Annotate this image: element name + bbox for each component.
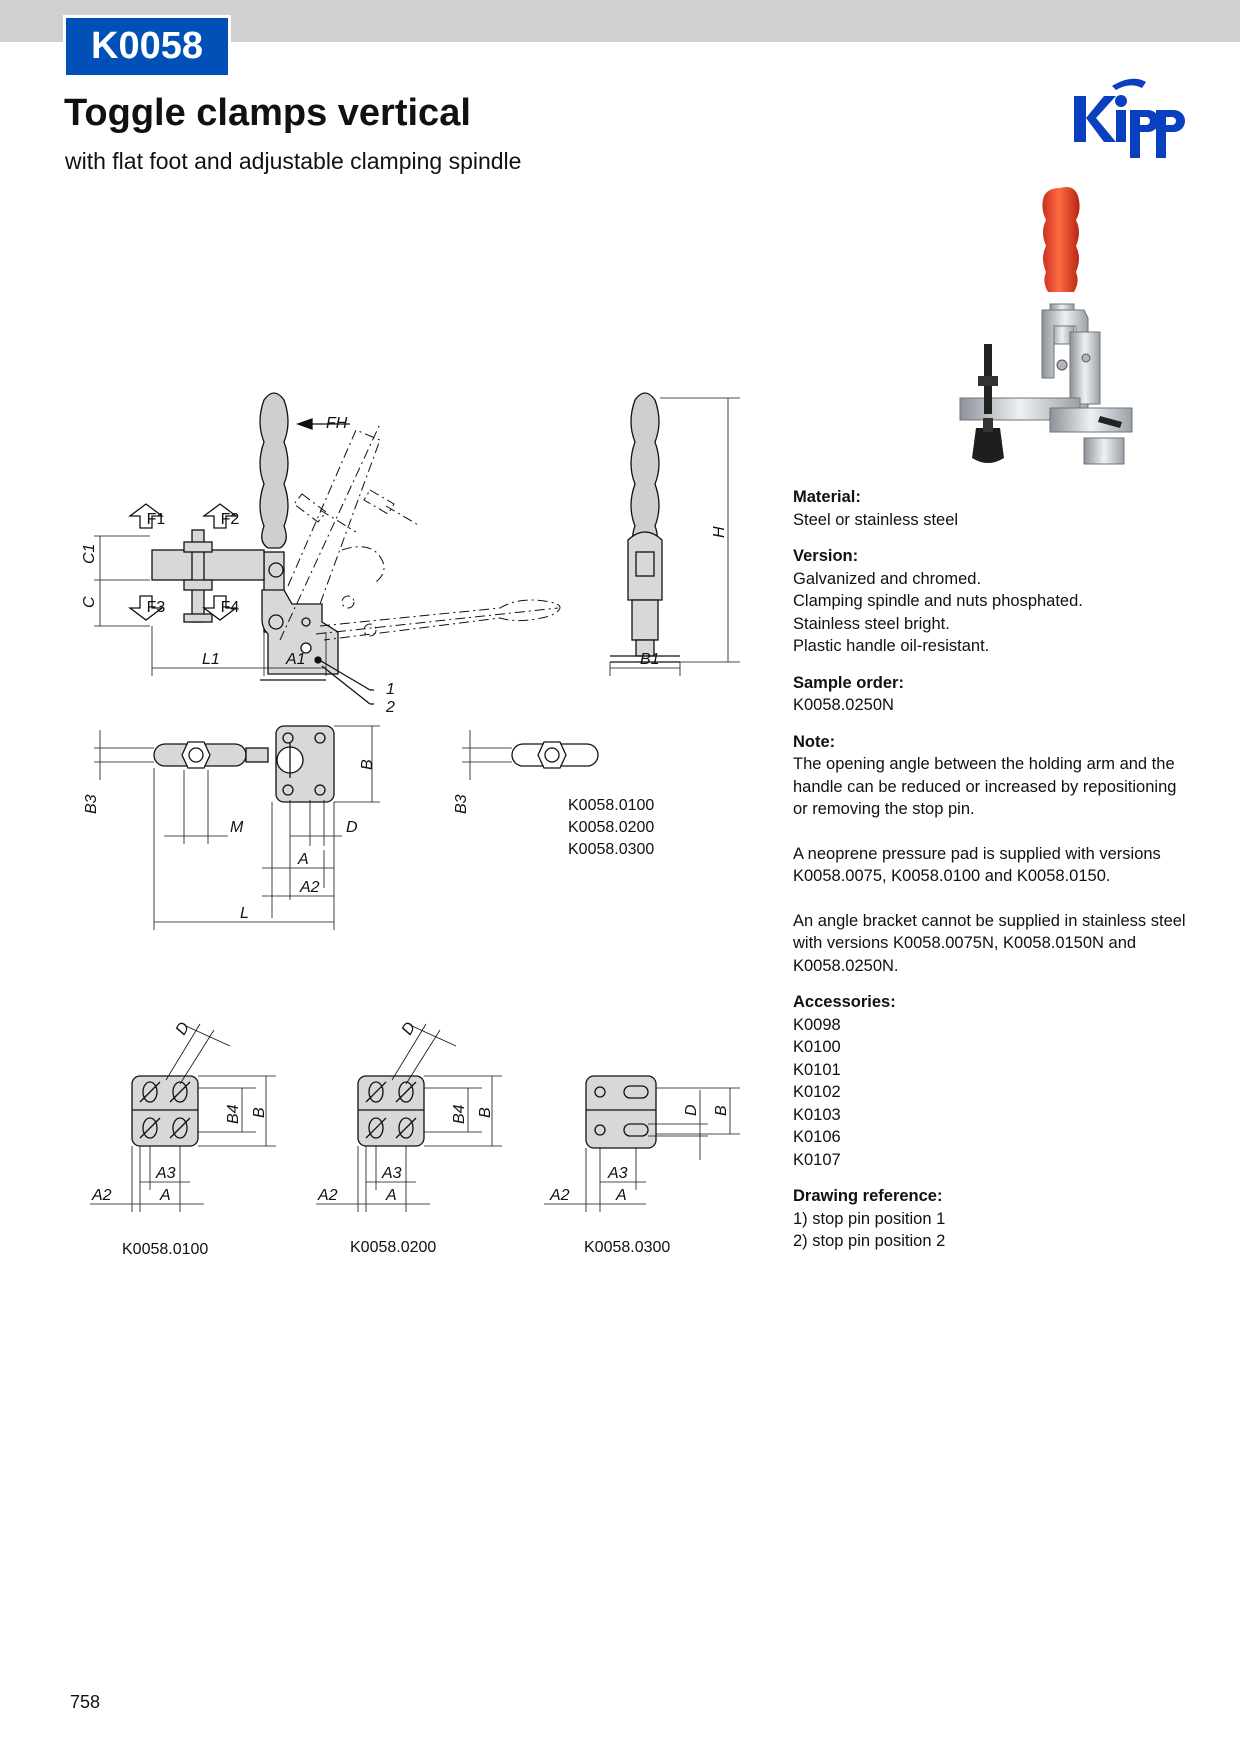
label-d: D [346, 819, 358, 836]
label-f1: F1 [147, 511, 166, 528]
label-a2: A2 [299, 879, 320, 896]
spec-drawing-reference-line: 1) stop pin position 1 [793, 1209, 946, 1228]
label-b3-alt: B3 [453, 794, 470, 814]
spec-accessories: Accessories: K0098 K0100 K0101 K0102 K01… [793, 991, 1193, 1171]
foot2-label-b4: B4 [451, 1104, 468, 1124]
foot2-label-b: B [477, 1107, 494, 1118]
variant-list-2: K0058.0200 [568, 819, 654, 836]
technical-drawings: FH F1 F2 F3 F4 C1 C L1 A1 B1 H 1 2 B3 B … [81, 392, 740, 1258]
spec-panel: Material: Steel or stainless steel Versi… [793, 486, 1193, 1267]
foot1-label-a: A [159, 1187, 171, 1204]
spec-version-line: Plastic handle oil-resistant. [793, 637, 990, 655]
label-b1: B1 [640, 651, 660, 668]
spec-version-line: Galvanized and chromed. [793, 569, 982, 588]
page-title: Toggle clamps vertical [64, 92, 471, 134]
label-f2: F2 [221, 511, 240, 528]
foot-caption-0100: K0058.0100 [122, 1241, 208, 1258]
label-pin-2: 2 [385, 699, 395, 716]
spec-drawing-reference-heading: Drawing reference: [793, 1187, 943, 1205]
spec-sample-order-heading: Sample order: [793, 673, 904, 692]
spec-material-line: Steel or stainless steel [793, 510, 959, 529]
spec-accessory-item: K0101 [793, 1060, 841, 1079]
spec-accessories-heading: Accessories: [793, 993, 896, 1011]
spec-accessory-item: K0107 [793, 1150, 841, 1169]
label-m: M [230, 819, 244, 836]
variant-list-3: K0058.0300 [568, 841, 654, 858]
spec-sample-order-line: K0058.0250N [793, 696, 894, 714]
foot1-label-a3: A3 [155, 1165, 176, 1182]
spec-drawing-reference-line: 2) stop pin position 2 [793, 1232, 946, 1250]
spec-material-heading: Material: [793, 488, 861, 506]
label-c: C [81, 596, 98, 608]
page-number: 758 [70, 1692, 101, 1712]
foot3-label-a: A [615, 1187, 627, 1204]
spec-drawing-reference: Drawing reference: 1) stop pin position … [793, 1185, 1193, 1253]
foot1-label-a2: A2 [91, 1187, 112, 1204]
foot2-label-a3: A3 [381, 1165, 402, 1182]
spec-version-line: Stainless steel bright. [793, 614, 950, 633]
spec-note: Note: The opening angle between the hold… [793, 731, 1193, 978]
label-f4: F4 [221, 599, 240, 616]
spec-note-heading: Note: [793, 732, 836, 751]
foot3-label-d: D [683, 1104, 700, 1116]
spec-sample-order: Sample order: K0058.0250N [793, 672, 1193, 717]
spec-version: Version: Galvanized and chromed. Clampin… [793, 545, 1193, 658]
kipp-logo [1074, 78, 1185, 158]
foot-caption-0300: K0058.0300 [584, 1239, 670, 1256]
spec-version-heading: Version: [793, 547, 859, 565]
spec-note-paragraph: An angle bracket cannot be supplied in s… [793, 911, 1186, 975]
product-code-badge: K0058 [66, 18, 228, 75]
foot2-label-a: A [385, 1187, 397, 1204]
foot-caption-0200: K0058.0200 [350, 1239, 436, 1256]
foot1-label-b: B [251, 1107, 268, 1118]
label-a: A [297, 851, 309, 868]
spec-accessory-item: K0102 [793, 1083, 841, 1101]
foot3-label-a2: A2 [549, 1187, 570, 1204]
foot2-label-a2: A2 [317, 1187, 338, 1204]
spec-material: Material: Steel or stainless steel [793, 486, 1193, 531]
page-subtitle: with flat foot and adjustable clamping s… [65, 148, 522, 174]
product-photo [959, 187, 1133, 465]
label-a1: A1 [285, 651, 306, 668]
spec-accessory-item: K0106 [793, 1128, 841, 1146]
foot3-label-b: B [713, 1105, 730, 1116]
label-c1: C1 [81, 544, 98, 564]
spec-accessory-item: K0098 [793, 1015, 841, 1034]
label-b3: B3 [83, 794, 100, 814]
label-h: H [711, 526, 728, 538]
spec-note-paragraph: A neoprene pressure pad is supplied with… [793, 844, 1161, 886]
label-l: L [240, 905, 249, 922]
spec-accessory-item: K0103 [793, 1105, 841, 1124]
label-b: B [359, 759, 376, 770]
foot2-label-d: D [399, 1019, 420, 1038]
foot1-label-d: D [173, 1019, 194, 1038]
label-l1: L1 [202, 651, 220, 668]
label-pin-1: 1 [386, 681, 395, 698]
spec-note-paragraph: The opening angle between the holding ar… [793, 755, 1177, 818]
label-f3: F3 [147, 599, 166, 616]
foot3-label-a3: A3 [607, 1165, 628, 1182]
spec-version-line: Clamping spindle and nuts phosphated. [793, 592, 1083, 610]
label-fh: FH [326, 415, 348, 432]
foot1-label-b4: B4 [225, 1104, 242, 1124]
variant-list-1: K0058.0100 [568, 797, 654, 814]
spec-accessory-item: K0100 [793, 1038, 841, 1056]
